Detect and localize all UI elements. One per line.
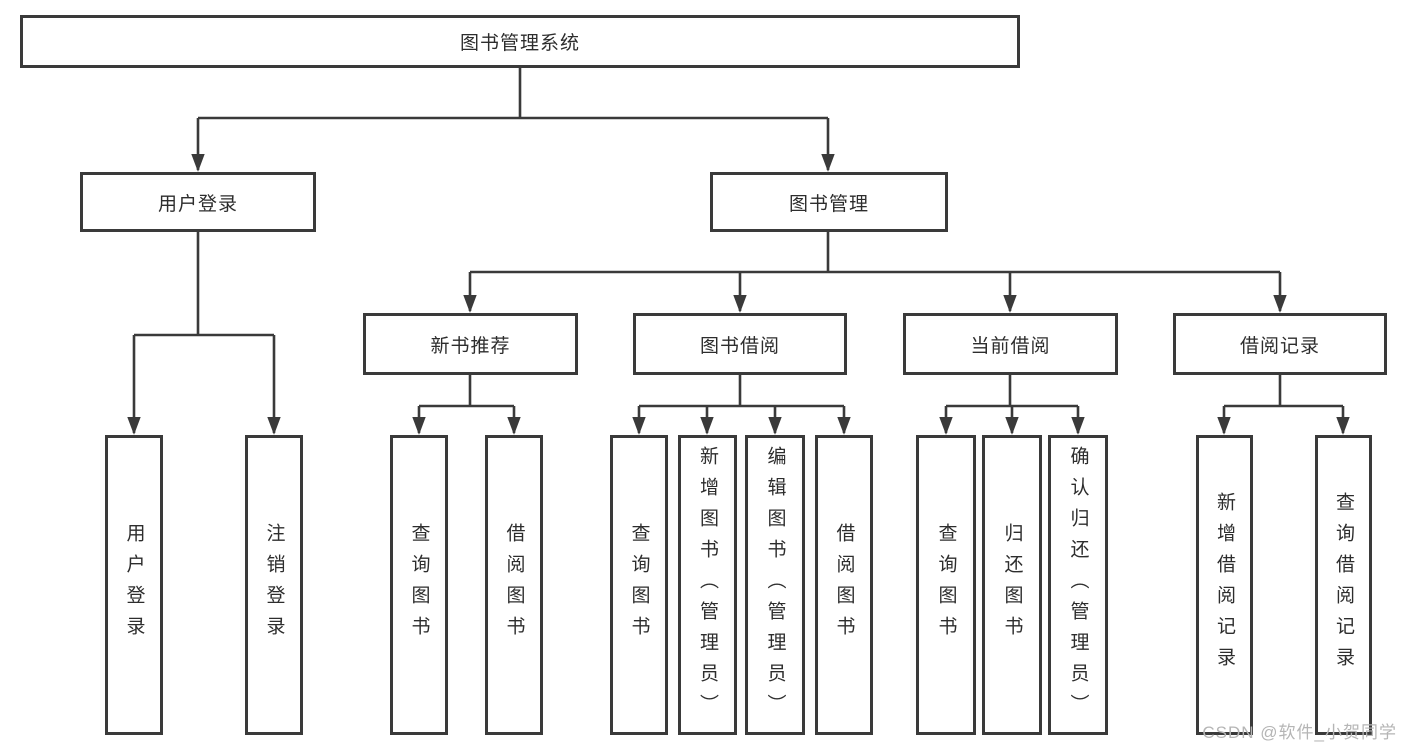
leaf-query-books-borrowing: 查询图书	[610, 435, 668, 735]
leaf-confirm-return-admin: 确认归还（管理员）	[1048, 435, 1108, 735]
leaf-return-books: 归还图书	[982, 435, 1042, 735]
leaf-edit-books-admin: 编辑图书（管理员）	[745, 435, 805, 735]
leaf-add-borrow-record: 新增借阅记录	[1196, 435, 1253, 735]
node-book-borrowing: 图书借阅	[633, 313, 847, 375]
leaf-query-borrow-record: 查询借阅记录	[1315, 435, 1372, 735]
node-current-borrowing: 当前借阅	[903, 313, 1118, 375]
csdn-watermark: CSDN @软件_小贺同学	[1202, 723, 1397, 742]
leaf-borrow-books-recommend: 借阅图书	[485, 435, 543, 735]
node-borrowing-records: 借阅记录	[1173, 313, 1387, 375]
leaf-add-books-admin: 新增图书（管理员）	[678, 435, 737, 735]
leaf-user-login: 用户登录	[105, 435, 163, 735]
leaf-logout: 注销登录	[245, 435, 303, 735]
leaf-query-books-current: 查询图书	[916, 435, 976, 735]
leaf-query-books-recommend: 查询图书	[390, 435, 448, 735]
node-root-system: 图书管理系统	[20, 15, 1020, 68]
leaf-borrow-books: 借阅图书	[815, 435, 873, 735]
node-user-login: 用户登录	[80, 172, 316, 232]
node-new-book-recommend: 新书推荐	[363, 313, 578, 375]
node-book-management: 图书管理	[710, 172, 948, 232]
